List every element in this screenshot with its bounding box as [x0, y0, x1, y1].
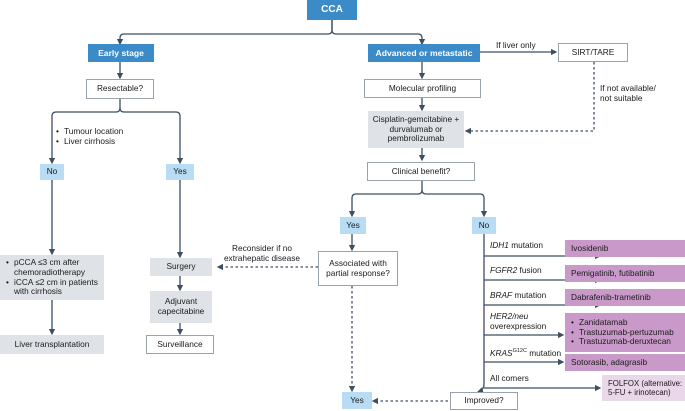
idh1-label-text: mutation — [508, 240, 544, 250]
clinical-benefit-node: Clinical benefit? — [367, 162, 475, 181]
first-line-chemo-node: Cisplatin-gemcitabine + durvalumab or pe… — [368, 111, 464, 148]
partial-response-node: Associated with partial response? — [318, 251, 398, 286]
all-comers-label: All comers — [490, 373, 529, 383]
her2-therapies-node: Zanidatamab Trastuzumab-pertuzumab Trast… — [565, 313, 685, 352]
edge-no-trunk — [476, 234, 485, 394]
braf-label-text: mutation — [512, 290, 547, 300]
fgfr2-label-text: fusion — [517, 265, 542, 275]
her2-label-text: overexpression — [490, 320, 547, 331]
liver-transplantation-node: Liver transplantation — [0, 335, 104, 354]
edge-cca-early — [116, 20, 333, 46]
idh1-gene: IDH1 — [490, 240, 509, 250]
edge-benefit-split — [348, 181, 423, 218]
kras-label: KRASG12C mutation — [490, 348, 561, 359]
adjuvant-capecitabine-node: Adjuvant capecitabine — [150, 291, 212, 323]
surgery-node: Surgery — [150, 258, 212, 276]
yes-left-node: Yes — [166, 164, 194, 180]
ivosidenib-node: Ivosidenib — [565, 240, 685, 257]
factor-item: Tumour location — [56, 126, 123, 137]
kras-label-text: mutation — [526, 347, 562, 358]
criteria-item: pCCA ≤3 cm after chemoradiotherapy — [6, 257, 104, 278]
transplant-criteria-node: pCCA ≤3 cm after chemoradiotherapy iCCA … — [0, 255, 104, 300]
molecular-profiling-node: Molecular profiling — [364, 79, 481, 98]
her2-therapy-item: Trastuzumab-pertuzumab — [571, 327, 674, 338]
pemigatinib-node: Pemigatinib, futibatinib — [565, 265, 685, 282]
sirt-tare-node: SIRT/TARE — [558, 43, 628, 62]
reconsider-label: Reconsider if no extrahepatic disease — [223, 243, 301, 263]
if-liver-only-label: If liver only — [496, 40, 536, 50]
surveillance-node: Surveillance — [146, 335, 214, 354]
her2-therapy-item: Zanidatamab — [571, 317, 674, 328]
her2-gene: HER2/neu — [490, 311, 529, 321]
no-left-node: No — [40, 164, 64, 180]
early-stage-node: Early stage — [88, 44, 154, 62]
if-not-available-label: If not available/ not suitable — [600, 83, 656, 103]
improved-node: Improved? — [450, 392, 518, 410]
fgfr2-gene: FGFR2 — [490, 265, 518, 275]
advanced-node: Advanced or metastatic — [368, 44, 480, 62]
yes-mid-node: Yes — [340, 217, 366, 234]
criteria-item: iCCA ≤2 cm in patients with cirrhosis — [6, 277, 104, 298]
fgfr2-label: FGFR2 fusion — [490, 265, 542, 276]
cca-node: CCA — [307, 0, 357, 20]
yes-bottom-node: Yes — [342, 392, 372, 409]
kras-gene: KRAS — [490, 347, 513, 358]
braf-gene: BRAF — [490, 290, 513, 300]
kras-variant: G12C — [512, 348, 527, 354]
edge-cca-advanced — [331, 20, 426, 46]
sotorasib-node: Sotorasib, adagrasib — [565, 354, 685, 371]
dabrafenib-node: Dabrafenib-trametinib — [565, 289, 685, 306]
idh1-label: IDH1 mutation — [490, 240, 544, 251]
resection-factors-list: Tumour location Liver cirrhosis — [56, 126, 123, 147]
edge-sirt-chemo — [464, 62, 595, 135]
her2-therapy-item: Trastuzumab-deruxtecan — [571, 337, 674, 347]
braf-label: BRAF mutation — [490, 290, 547, 301]
no-mid-node: No — [472, 217, 496, 234]
factor-item: Liver cirrhosis — [56, 136, 123, 147]
folfox-node: FOLFOX (alternative: 5-FU + irinotecan) — [602, 375, 685, 401]
resectable-node: Resectable? — [86, 79, 154, 99]
